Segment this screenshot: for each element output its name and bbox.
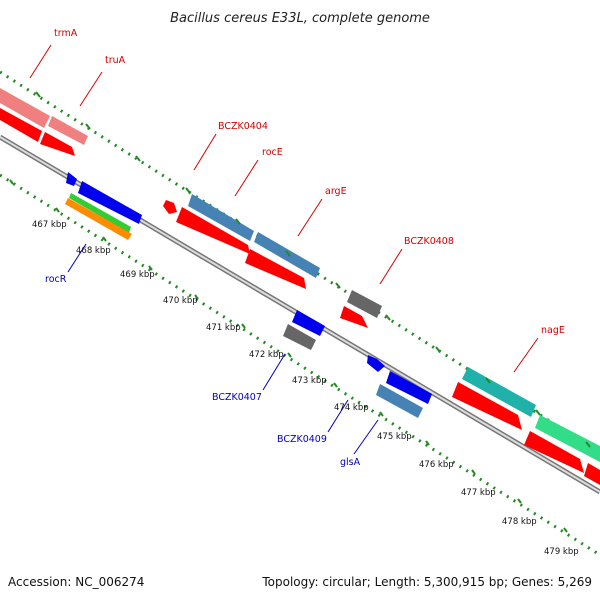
label-rocE: rocE (262, 147, 283, 158)
gene-red-1[interactable] (0, 108, 42, 142)
gene-BCZK0407[interactable] (283, 324, 316, 350)
gene-small-red[interactable] (163, 200, 177, 214)
tick-label: 469 kbp (120, 270, 155, 280)
label-rocR: rocR (45, 274, 67, 285)
label-BCZK0409: BCZK0409 (277, 434, 327, 445)
tick-marks (9, 179, 568, 533)
tick-label: 470 kbp (163, 296, 198, 306)
label-truA: truA (105, 55, 126, 66)
gene-rocR[interactable] (65, 198, 132, 240)
tick-label: 472 kbp (249, 350, 284, 360)
tick-labels: 467 kbp 468 kbp 469 kbp 470 kbp 471 kbp … (32, 220, 579, 557)
gene-green-1[interactable] (69, 193, 131, 233)
gene-argE[interactable] (245, 249, 306, 289)
tick-label: 467 kbp (32, 220, 67, 230)
tick-label: 471 kbp (206, 323, 241, 333)
tick-label: 476 kbp (419, 460, 454, 470)
gene-red-2[interactable] (40, 132, 75, 156)
gene-trmA[interactable] (0, 88, 50, 128)
label-argE: argE (325, 186, 347, 197)
gene-glsA[interactable] (376, 384, 423, 418)
tick-label: 477 kbp (461, 488, 496, 498)
gene-BCZK0409[interactable] (386, 371, 432, 404)
gene-truA[interactable] (48, 116, 88, 145)
tick-label: 478 kbp (502, 517, 537, 527)
accession-label: Accession: NC_006274 (8, 575, 144, 589)
tick-label: 475 kbp (377, 432, 412, 442)
gene-BCZK0404[interactable] (188, 194, 254, 241)
label-BCZK0407: BCZK0407 (212, 392, 262, 403)
label-glsA: glsA (340, 457, 361, 468)
label-BCZK0408: BCZK0408 (404, 236, 454, 247)
gene-BCZK0408[interactable] (347, 290, 382, 318)
gene-small-blue[interactable] (66, 172, 77, 186)
gene-blue-2[interactable] (292, 310, 325, 336)
tick-label: 468 kbp (76, 246, 111, 256)
tick-label: 479 kbp (544, 547, 579, 557)
gene-nagE[interactable] (462, 367, 536, 417)
gene-red-4[interactable] (340, 306, 368, 328)
label-trmA: trmA (54, 28, 78, 39)
gene-red-3[interactable] (176, 207, 250, 254)
gene-small-blue-2[interactable] (367, 355, 385, 372)
gene-blue-1[interactable] (78, 181, 142, 224)
gene-red-6[interactable] (524, 431, 584, 473)
gene-rocE[interactable] (254, 232, 320, 278)
tick-label: 473 kbp (292, 376, 327, 386)
genome-summary: Topology: circular; Length: 5,300,915 bp… (261, 575, 592, 589)
label-BCZK0404: BCZK0404 (218, 121, 268, 132)
tick-label: 474 kbp (334, 403, 369, 413)
gene-red-5[interactable] (452, 382, 522, 430)
map-title: Bacillus cereus E33L, complete genome (170, 11, 430, 26)
gene-green-right[interactable] (535, 415, 600, 462)
label-nagE: nagE (541, 325, 565, 336)
gene-red-7[interactable] (584, 463, 600, 485)
